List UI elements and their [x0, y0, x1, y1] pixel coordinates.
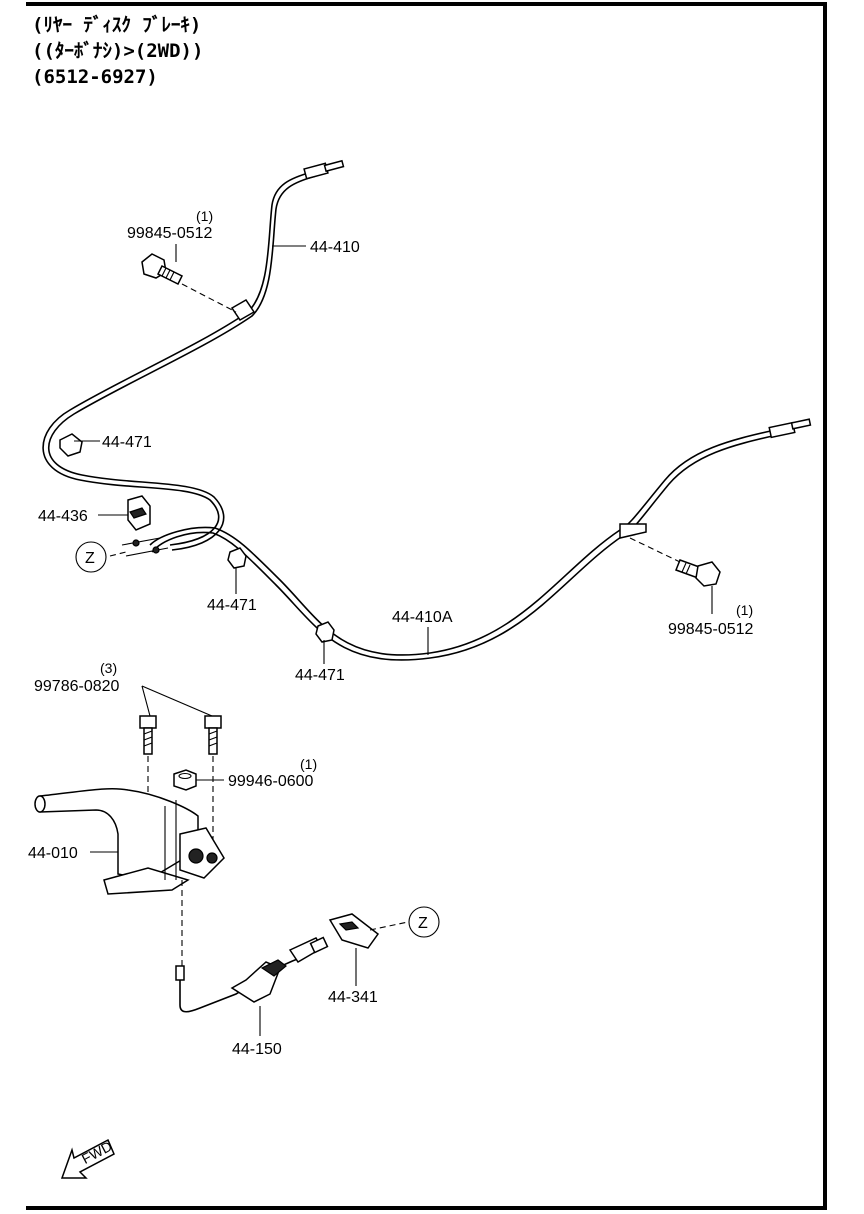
- bolt-99845-0512-top[interactable]: [141, 253, 237, 313]
- frame-right-border: [823, 2, 827, 1210]
- nut-99946-0600[interactable]: [173, 769, 224, 791]
- bracket-44-341[interactable]: [328, 913, 409, 949]
- label-nut-qty: (1): [300, 756, 317, 772]
- cable-end-tip: [323, 159, 345, 173]
- fwd-arrow-icon: FWD: [60, 1138, 115, 1179]
- bolt-99786-0820-left[interactable]: [139, 715, 157, 755]
- label-bolt-right-qty: (1): [736, 602, 753, 618]
- cable-44-410A[interactable]: [149, 418, 812, 661]
- label-44-436: 44-436: [38, 508, 88, 525]
- part-44-436[interactable]: [127, 495, 151, 531]
- parking-brake-lever-44-010[interactable]: [34, 787, 225, 970]
- label-nut-num: 99946-0600: [228, 773, 314, 790]
- frame-top-border: [26, 2, 826, 6]
- part-44-471-clip-a[interactable]: [59, 433, 83, 457]
- label-44-410A: 44-410A: [392, 609, 453, 626]
- callout-z-top: Z: [75, 541, 107, 573]
- label-44-410: 44-410: [310, 239, 360, 256]
- front-cable-44-150[interactable]: [175, 936, 329, 1013]
- label-bolt-right-num: 99845-0512: [668, 621, 754, 638]
- header-line-1: (ﾘﾔｰ ﾃﾞｨｽｸ ﾌﾞﾚｰｷ): [32, 14, 202, 36]
- label-lever-bolt-num: 99786-0820: [34, 678, 120, 695]
- bolt-99786-0820-right[interactable]: [204, 715, 222, 755]
- leader-bolt-left: [141, 685, 151, 717]
- part-44-471-clip-c[interactable]: [315, 621, 335, 643]
- svg-text:Z: Z: [418, 915, 428, 932]
- label-lever-bolt-qty: (3): [100, 660, 117, 676]
- label-44-471-c: 44-471: [295, 667, 345, 684]
- header-line-2: ((ﾀｰﾎﾞﾅｼ)>(2WD)): [32, 40, 204, 62]
- callout-z-bottom: Z: [408, 906, 440, 938]
- label-44-150: 44-150: [232, 1041, 282, 1058]
- cable-bracket-top: [230, 299, 256, 321]
- cable-bracket-right: [619, 523, 647, 539]
- cable-44-410[interactable]: [42, 159, 345, 551]
- cable-ends-z-top: [109, 537, 169, 557]
- bolt-99845-0512-right[interactable]: [629, 537, 721, 587]
- header-line-3: (6512-6927): [32, 66, 158, 88]
- diagram-header: (ﾘﾔｰ ﾃﾞｨｽｸ ﾌﾞﾚｰｷ) ((ﾀｰﾎﾞﾅｼ)>(2WD)) (6512…: [32, 12, 203, 90]
- label-bolt-top-qty: (1): [196, 208, 213, 224]
- frame-bottom-border: [26, 1206, 826, 1210]
- label-bolt-top-num: 99845-0512: [127, 225, 213, 242]
- label-44-010: 44-010: [28, 845, 78, 862]
- leader-bolt-right: [141, 685, 213, 717]
- svg-text:Z: Z: [85, 550, 95, 567]
- part-44-471-clip-b[interactable]: [227, 547, 247, 569]
- label-44-471-b: 44-471: [207, 597, 257, 614]
- cable-end-tip-right: [790, 418, 812, 430]
- label-44-471-a: 44-471: [102, 434, 152, 451]
- label-44-341: 44-341: [328, 989, 378, 1006]
- cable-end-fitting-right: [768, 421, 796, 439]
